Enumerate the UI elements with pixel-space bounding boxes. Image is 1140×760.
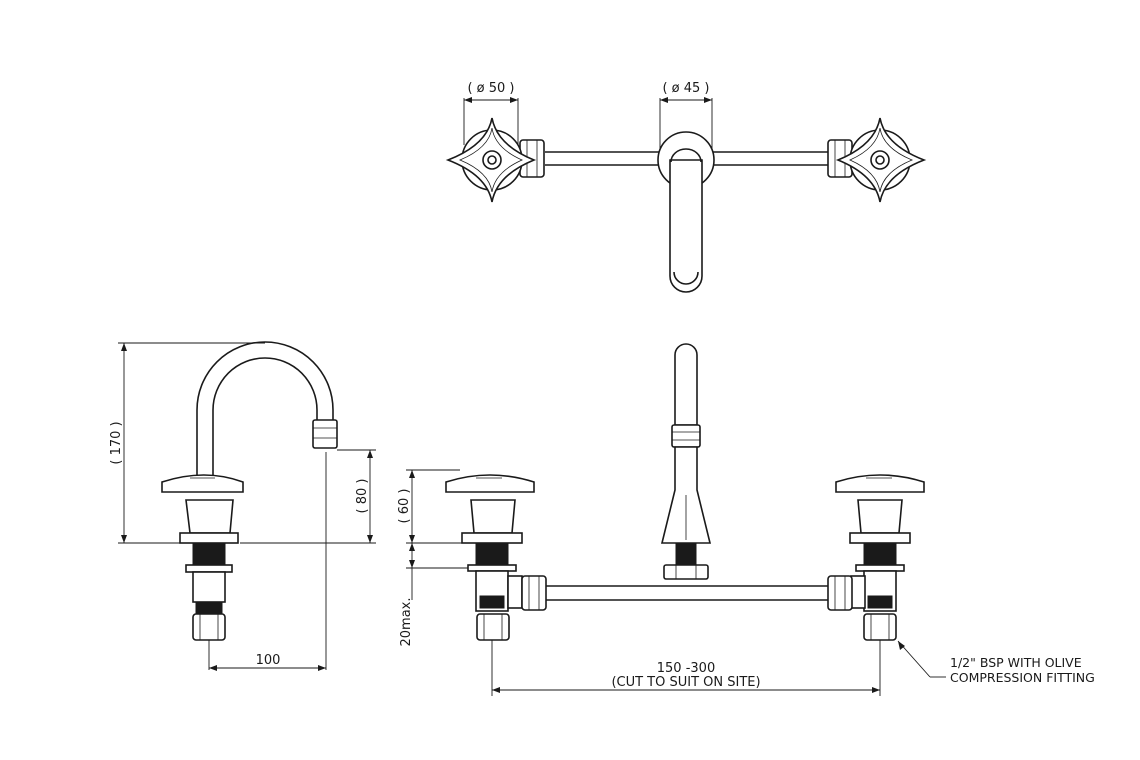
- callout-line-2: COMPRESSION FITTING: [950, 670, 1095, 685]
- handle-diameter-label: ( ø 50 ): [467, 81, 514, 96]
- spout-diameter-label: ( ø 45 ): [662, 81, 709, 96]
- fitting-callout: 1/2" BSP WITH OLIVE COMPRESSION FITTING: [897, 640, 1095, 685]
- dim-spout-diameter: ( ø 45 ): [659, 81, 713, 150]
- mounting-depth-label: 20max.: [399, 598, 414, 647]
- top-right-cross-handle: [835, 117, 927, 203]
- side-view: ( 170 ) ( 80 ) 100: [109, 341, 376, 671]
- dim-overall-height: ( 170 ): [109, 342, 265, 544]
- centres-note-label: (CUT TO SUIT ON SITE): [611, 675, 760, 690]
- spout-outlet-height-label: ( 80 ): [355, 479, 370, 514]
- top-left-cross-handle: [445, 117, 537, 203]
- handle-height-label: ( 60 ): [397, 489, 412, 524]
- top-spout: [657, 131, 715, 293]
- front-spout: [660, 343, 712, 580]
- top-view: ( ø 50 ) ( ø 45 ): [445, 81, 927, 293]
- dim-handle-height: ( 60 ): [397, 469, 462, 544]
- front-view: ( 60 ) 20max. 150 -300 (CUT TO SUIT ON S…: [397, 343, 1095, 696]
- front-right-valve: [827, 474, 925, 641]
- callout-line-1: 1/2" BSP WITH OLIVE: [950, 655, 1082, 670]
- overall-height-label: ( 170 ): [109, 421, 124, 464]
- dim-spout-outlet-height: ( 80 ): [240, 449, 376, 544]
- dim-mounting-depth: 20max.: [399, 543, 468, 647]
- dim-centres: 150 -300 (CUT TO SUIT ON SITE): [491, 640, 881, 696]
- side-threaded-body: [185, 542, 233, 641]
- side-gooseneck-spout: [196, 341, 338, 480]
- side-handle: [161, 474, 244, 544]
- dim-spout-reach: 100: [209, 653, 326, 671]
- front-left-valve: [445, 474, 547, 641]
- dim-handle-diameter: ( ø 50 ): [463, 81, 519, 145]
- centres-range-label: 150 -300: [657, 661, 715, 676]
- front-connecting-pipe: [545, 585, 828, 601]
- spout-reach-label: 100: [256, 653, 281, 668]
